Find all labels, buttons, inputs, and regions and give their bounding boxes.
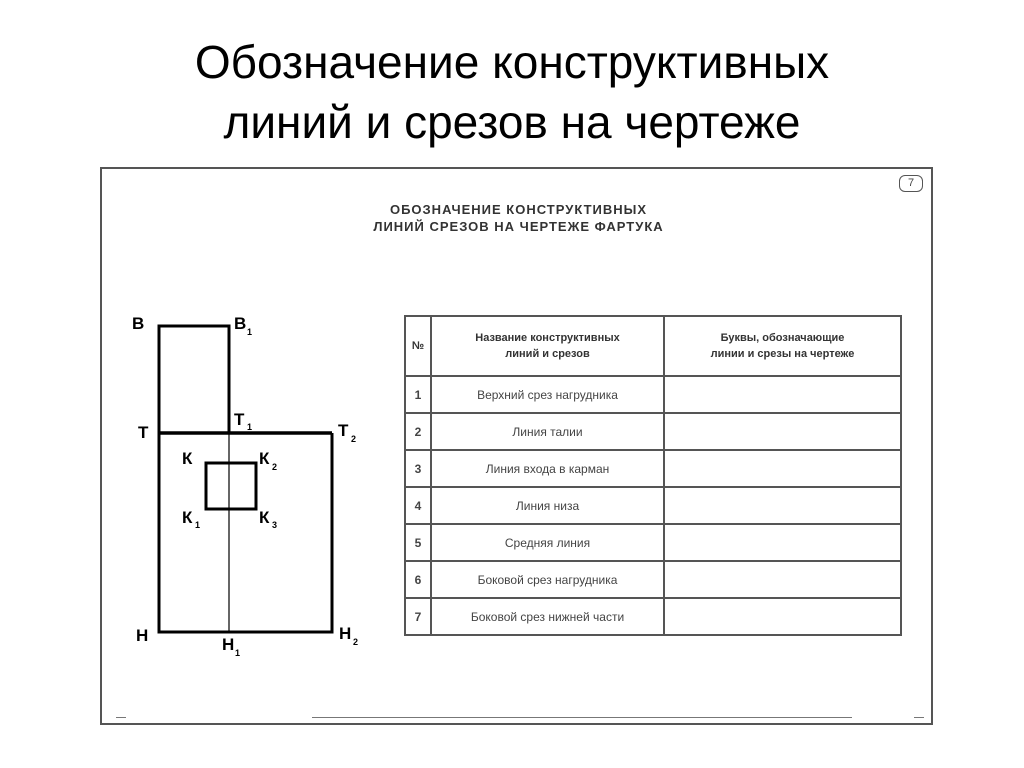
table-header-row: № Название конструктивных линий и срезов… (404, 315, 902, 377)
row-name: Верхний срез нагрудника (430, 375, 665, 414)
header-letters: Буквы, обозначающие линии и срезы на чер… (663, 315, 902, 377)
svg-text:2: 2 (272, 462, 277, 472)
table-row: 2 Линия талии (404, 412, 902, 451)
row-name: Средняя линия (430, 523, 665, 562)
slide-title-line2: линий и срезов на чертеже (223, 96, 801, 148)
svg-text:Т: Т (234, 410, 245, 429)
row-num: 6 (404, 560, 432, 599)
svg-text:Т: Т (338, 421, 349, 440)
table-row: 6 Боковой срез нагрудника (404, 560, 902, 599)
row-name: Боковой срез нагрудника (430, 560, 665, 599)
svg-text:3: 3 (272, 520, 277, 530)
row-letters-cell[interactable] (663, 412, 902, 451)
svg-text:1: 1 (247, 327, 252, 337)
point-h: Н (136, 626, 148, 645)
point-h2: Н 2 (339, 624, 358, 647)
drawing-sheet: 7 ОБОЗНАЧЕНИЕ КОНСТРУКТИВНЫХ ЛИНИЙ СРЕЗО… (100, 167, 933, 725)
footer-rule-right (914, 717, 924, 718)
header-num: № (404, 315, 432, 377)
row-name: Линия входа в карман (430, 449, 665, 488)
svg-text:В: В (234, 314, 246, 333)
point-t2: Т 2 (338, 421, 356, 444)
table-row: 5 Средняя линия (404, 523, 902, 562)
svg-text:Н: Н (339, 624, 351, 643)
point-k: К (182, 449, 193, 468)
row-letters-cell[interactable] (663, 449, 902, 488)
construction-lines-table: № Название конструктивных линий и срезов… (404, 315, 902, 636)
row-num: 1 (404, 375, 432, 414)
svg-text:К: К (182, 508, 193, 527)
row-name: Боковой срез нижней части (430, 597, 665, 636)
svg-text:К: К (259, 449, 270, 468)
svg-text:К: К (182, 449, 193, 468)
svg-text:В: В (132, 314, 144, 333)
svg-text:Т: Т (138, 423, 149, 442)
table-row: 3 Линия входа в карман (404, 449, 902, 488)
point-k3: К 3 (259, 508, 277, 530)
sheet-title-line1: ОБОЗНАЧЕНИЕ КОНСТРУКТИВНЫХ (389, 202, 648, 217)
row-num: 3 (404, 449, 432, 488)
point-k1: К 1 (182, 508, 200, 530)
point-b: В (132, 314, 144, 333)
row-letters-cell[interactable] (663, 560, 902, 599)
apron-construction-diagram: В В 1 Т Т 1 Т 2 К К 2 К 1 К 3 (132, 314, 358, 658)
svg-text:К: К (259, 508, 270, 527)
footer-rule-middle (312, 717, 852, 718)
row-letters-cell[interactable] (663, 375, 902, 414)
row-num: 4 (404, 486, 432, 525)
sheet-title: ОБОЗНАЧЕНИЕ КОНСТРУКТИВНЫХ ЛИНИЙ СРЕЗОВ … (102, 201, 935, 235)
lower-part-outline (157, 433, 334, 634)
slide-title: Обозначение конструктивных линий и срезо… (0, 32, 1024, 152)
svg-text:1: 1 (247, 422, 252, 432)
row-name: Линия талии (430, 412, 665, 451)
svg-text:1: 1 (235, 648, 240, 658)
svg-text:Н: Н (136, 626, 148, 645)
row-num: 2 (404, 412, 432, 451)
point-t: Т (138, 423, 149, 442)
row-num: 7 (404, 597, 432, 636)
svg-text:1: 1 (195, 520, 200, 530)
footer-rule-left (116, 717, 126, 718)
row-letters-cell[interactable] (663, 486, 902, 525)
svg-text:2: 2 (351, 434, 356, 444)
row-num: 5 (404, 523, 432, 562)
point-b1: В 1 (234, 314, 252, 337)
bib-outline (157, 324, 231, 433)
row-letters-cell[interactable] (663, 523, 902, 562)
point-h1: Н 1 (222, 635, 240, 658)
row-name: Линия низа (430, 486, 665, 525)
slide-title-line1: Обозначение конструктивных (194, 36, 830, 88)
header-name: Название конструктивных линий и срезов (430, 315, 665, 377)
table-row: 7 Боковой срез нижней части (404, 597, 902, 636)
point-t1: Т 1 (234, 410, 252, 432)
row-letters-cell[interactable] (663, 597, 902, 636)
pocket-outline (204, 461, 258, 511)
table-row: 1 Верхний срез нагрудника (404, 375, 902, 414)
svg-text:Н: Н (222, 635, 234, 654)
point-k2: К 2 (259, 449, 277, 472)
table-row: 4 Линия низа (404, 486, 902, 525)
page-number-badge: 7 (899, 175, 923, 192)
sheet-title-line2: ЛИНИЙ СРЕЗОВ НА ЧЕРТЕЖЕ ФАРТУКА (373, 219, 664, 234)
svg-text:2: 2 (353, 637, 358, 647)
